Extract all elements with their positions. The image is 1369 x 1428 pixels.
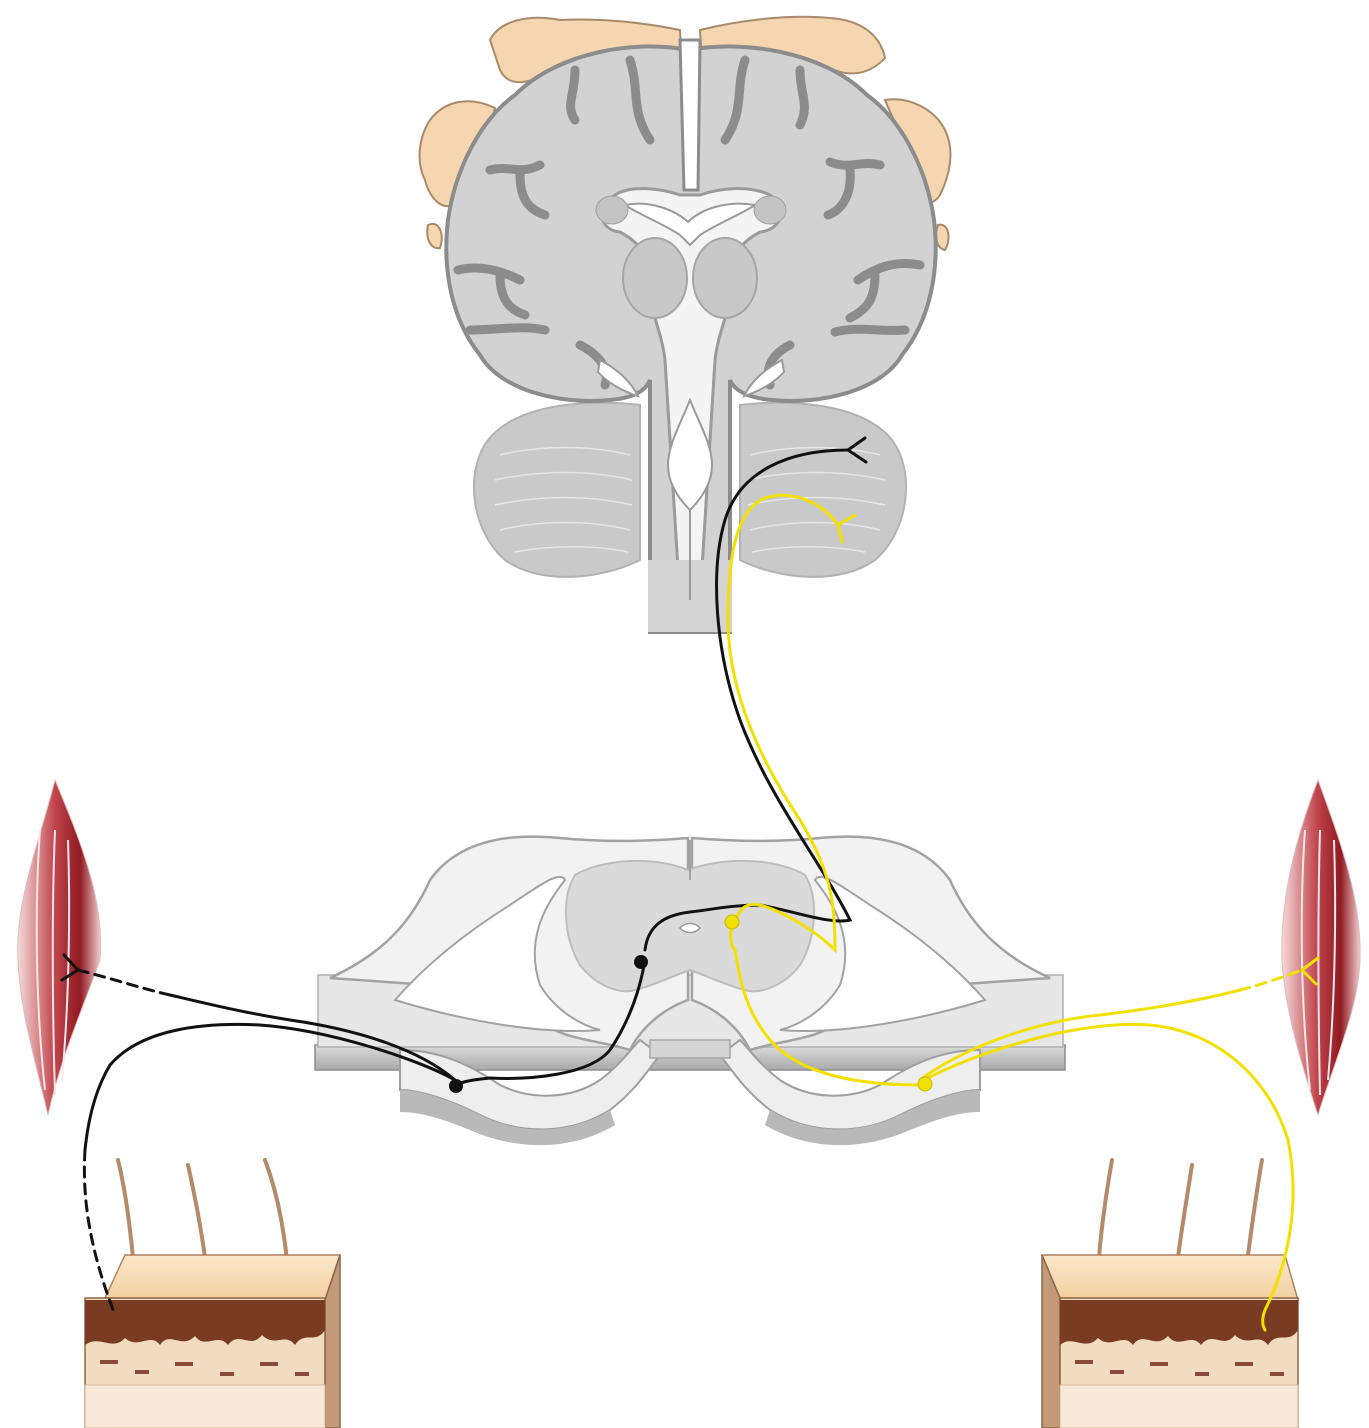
- black-node-ganglion: [449, 1079, 463, 1093]
- skull-right-tip: [936, 225, 948, 250]
- right-muscle: [1282, 780, 1360, 1115]
- black-node-cord: [634, 955, 648, 969]
- left-muscle: [18, 780, 101, 1115]
- cerebellum-left: [474, 403, 640, 577]
- thalamus-left: [623, 238, 687, 318]
- caudate-right: [754, 196, 786, 224]
- left-epidermis: [85, 1300, 325, 1345]
- cerebellum-right: [740, 403, 906, 577]
- longitudinal-fissure: [680, 40, 700, 190]
- skull-left-tip: [427, 224, 441, 248]
- left-hypodermis: [85, 1385, 325, 1428]
- caudate-left: [596, 196, 628, 224]
- right-skin-block: [1042, 1160, 1298, 1428]
- yellow-node-cord: [725, 915, 739, 929]
- right-skin-top: [1042, 1255, 1298, 1300]
- spinal-cord-cross-section: [315, 837, 1065, 1146]
- left-skin-top: [105, 1255, 340, 1300]
- yellow-node-ganglion: [918, 1077, 932, 1091]
- central-canal: [680, 924, 700, 933]
- left-skin-block: [85, 1160, 340, 1428]
- thalamus-right: [693, 238, 757, 318]
- cord-midline-block: [650, 1040, 730, 1058]
- right-hypodermis: [1060, 1385, 1298, 1428]
